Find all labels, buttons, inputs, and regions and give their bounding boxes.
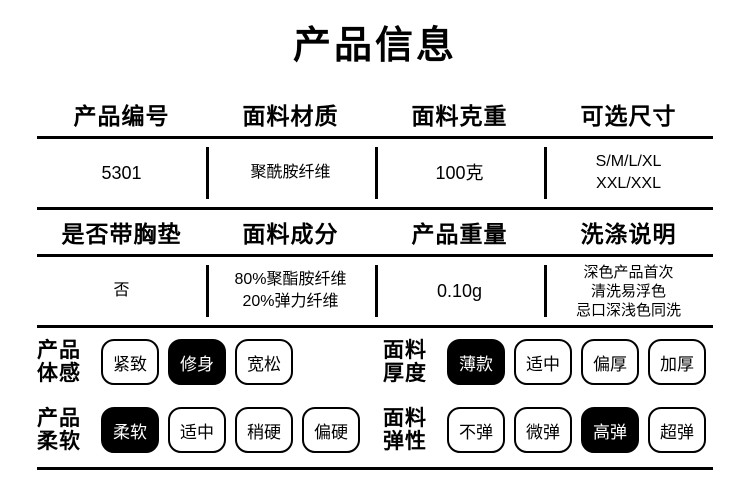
spec-header-fabric-material: 面料材质 xyxy=(242,103,339,129)
option-product-feel-0[interactable]: 紧致 xyxy=(101,339,159,385)
option-product-softness-3[interactable]: 偏硬 xyxy=(302,407,360,453)
attribute-label-fabric-thickness: 面料 厚度 xyxy=(383,339,427,385)
cell-wash-instructions: 深色产品首次 清洗易浮色 忌口深浅色同洗 xyxy=(544,257,713,325)
option-fabric-thickness-1[interactable]: 适中 xyxy=(514,339,572,385)
option-product-softness-0[interactable]: 柔软 xyxy=(101,407,159,453)
sizes-line-2: XXL/XXL xyxy=(596,175,661,192)
spec-header-row-2: 是否带胸垫 面料成分 产品重量 洗涤说明 xyxy=(37,210,713,254)
attribute-row-bottom: 产品 柔软 柔软 适中 稍硬 偏硬 面料 弹性 不弹 微弹 高弹 超弹 xyxy=(37,396,713,464)
attribute-sections: 产品 体感 紧致 修身 宽松 面料 厚度 薄款 适中 偏厚 加厚 产品 柔软 柔… xyxy=(37,328,713,464)
divider-bottom xyxy=(37,467,713,470)
spec-header-product-number: 产品编号 xyxy=(73,103,170,129)
wash-line-2: 清洗易浮色 xyxy=(590,282,666,300)
option-fabric-thickness-3[interactable]: 加厚 xyxy=(648,339,706,385)
cell-fabric-material: 聚酰胺纤维 xyxy=(206,139,375,207)
page-title: 产品信息 xyxy=(292,25,457,67)
composition-line-2: 20%弹力纤维 xyxy=(242,293,339,310)
spec-table: 产品编号 面料材质 面料克重 可选尺寸 5301 聚酰胺纤维 100克 S/M/… xyxy=(37,92,713,328)
attribute-label-product-softness: 产品 柔软 xyxy=(37,407,81,453)
attribute-group-fabric-thickness: 面料 厚度 薄款 适中 偏厚 加厚 xyxy=(383,339,713,385)
option-product-feel-2[interactable]: 宽松 xyxy=(235,339,293,385)
spec-data-row-1: 5301 聚酰胺纤维 100克 S/M/L/XL XXL/XXL xyxy=(37,139,713,207)
spec-header-fabric-weight: 面料克重 xyxy=(411,103,508,129)
divider-under-data-2 xyxy=(37,325,713,328)
cell-available-sizes: S/M/L/XL XXL/XXL xyxy=(544,139,713,207)
option-fabric-thickness-0[interactable]: 薄款 xyxy=(447,339,505,385)
option-fabric-thickness-2[interactable]: 偏厚 xyxy=(581,339,639,385)
spec-header-has-bra-pad: 是否带胸垫 xyxy=(61,221,182,247)
spec-header-fabric-composition: 面料成分 xyxy=(242,221,339,247)
sizes-line-1: S/M/L/XL xyxy=(595,153,662,170)
attribute-group-product-softness: 产品 柔软 柔软 适中 稍硬 偏硬 xyxy=(37,407,383,453)
wash-line-1: 深色产品首次 xyxy=(583,263,674,281)
option-product-softness-2[interactable]: 稍硬 xyxy=(235,407,293,453)
attribute-label-product-feel: 产品 体感 xyxy=(37,339,81,385)
composition-line-1: 80%聚酯胺纤维 xyxy=(234,271,347,288)
cell-product-weight: 0.10g xyxy=(375,257,544,325)
divider-under-data-1 xyxy=(37,207,713,210)
spec-header-row-1: 产品编号 面料材质 面料克重 可选尺寸 xyxy=(37,92,713,136)
spec-header-available-sizes: 可选尺寸 xyxy=(580,103,677,129)
spec-header-wash-instructions: 洗涤说明 xyxy=(580,221,677,247)
cell-fabric-weight: 100克 xyxy=(375,139,544,207)
attribute-row-top: 产品 体感 紧致 修身 宽松 面料 厚度 薄款 适中 偏厚 加厚 xyxy=(37,328,713,396)
option-fabric-elasticity-0[interactable]: 不弹 xyxy=(447,407,505,453)
cell-fabric-composition: 80%聚酯胺纤维 20%弹力纤维 xyxy=(206,257,375,325)
divider-under-header-1 xyxy=(37,136,713,139)
cell-product-number: 5301 xyxy=(101,163,142,183)
spec-header-product-weight: 产品重量 xyxy=(411,221,508,247)
option-fabric-elasticity-1[interactable]: 微弹 xyxy=(514,407,572,453)
attribute-label-fabric-elasticity: 面料 弹性 xyxy=(383,407,427,453)
wash-line-3: 忌口深浅色同洗 xyxy=(575,301,681,319)
divider-under-header-2 xyxy=(37,254,713,257)
spec-data-row-2: 否 80%聚酯胺纤维 20%弹力纤维 0.10g 深色产品首次 清洗易浮色 忌口… xyxy=(37,257,713,325)
attribute-group-fabric-elasticity: 面料 弹性 不弹 微弹 高弹 超弹 xyxy=(383,407,713,453)
attribute-group-product-feel: 产品 体感 紧致 修身 宽松 xyxy=(37,339,383,385)
cell-has-bra-pad: 否 xyxy=(113,282,130,299)
option-product-feel-1[interactable]: 修身 xyxy=(168,339,226,385)
option-fabric-elasticity-3[interactable]: 超弹 xyxy=(648,407,706,453)
option-product-softness-1[interactable]: 适中 xyxy=(168,407,226,453)
option-fabric-elasticity-2[interactable]: 高弹 xyxy=(581,407,639,453)
